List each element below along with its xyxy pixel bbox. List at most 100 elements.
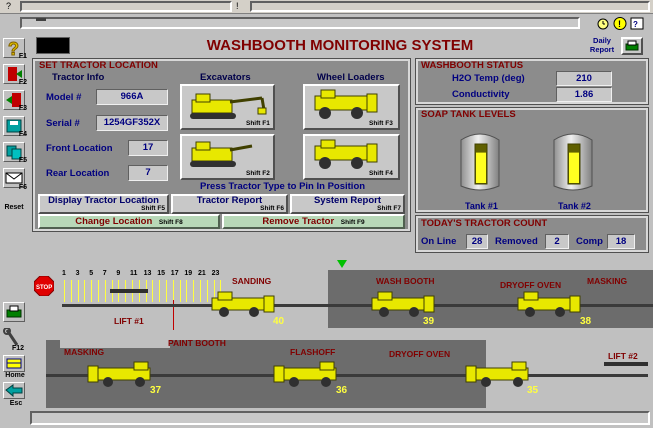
shift-f3-label: Shift F3 [369, 120, 393, 127]
serial-label: Serial # [46, 118, 80, 129]
help-menu[interactable]: ? [6, 1, 12, 11]
tick-label: 11 [130, 270, 138, 277]
conductivity-value: 1.86 [556, 87, 612, 102]
wheel-loader-icon [314, 139, 378, 169]
wheel-loaders-title: Wheel Loaders [317, 72, 385, 83]
remove-tractor-button[interactable]: Remove Tractor Shift F9 [222, 214, 405, 229]
shift-f1-label: Shift F1 [246, 120, 270, 127]
tick-mark [104, 280, 106, 302]
page-title: WASHBOOTH MONITORING SYSTEM [206, 37, 474, 54]
change-location-button[interactable]: Change Location Shift F8 [38, 214, 220, 229]
model-label: Model # [46, 92, 82, 103]
tractor-38[interactable] [512, 290, 596, 320]
help-icon[interactable]: ? [630, 17, 644, 30]
tick-mark [70, 280, 72, 302]
tick-mark [64, 280, 65, 302]
home-key-button[interactable] [3, 355, 25, 372]
tractor-37[interactable] [82, 360, 166, 390]
tick-label: 9 [116, 270, 121, 277]
excavator-2-button[interactable]: Shift F2 [180, 134, 275, 180]
tractor-36[interactable] [268, 360, 352, 390]
tick-label: 15 [157, 270, 165, 277]
home-icon [6, 358, 22, 369]
svg-text:STOP: STOP [36, 285, 52, 291]
daily-report-button[interactable] [621, 37, 643, 55]
status-bar [30, 411, 650, 425]
tick-mark [98, 280, 99, 302]
tractor-38-number: 38 [580, 316, 592, 327]
tick-label: 3 [75, 270, 80, 277]
tractor-37-number: 37 [150, 385, 162, 396]
question-icon: ? [8, 39, 20, 60]
tick-mark [84, 280, 86, 302]
f2-label: F2 [18, 79, 28, 86]
tick-label: 21 [198, 270, 206, 277]
tractor-35-number: 35 [527, 385, 539, 396]
bottom-conveyor-rail [46, 374, 648, 377]
menubar-field-left [20, 1, 232, 12]
window-menubar: ? ! [0, 0, 653, 14]
tick-mark [152, 280, 154, 302]
tractor-35[interactable] [460, 360, 544, 390]
top-conveyor-rail [62, 304, 653, 307]
shift-f2-label: Shift F2 [246, 170, 270, 177]
help-key-button[interactable]: ? [3, 38, 25, 60]
exit-key-button[interactable] [3, 64, 25, 84]
wheel-loader-2-button[interactable]: Shift F4 [303, 134, 400, 180]
comp-label: Comp [576, 236, 603, 247]
daily-report-label: Daily Report [589, 36, 615, 54]
h2o-temp-label: H2O Temp (deg) [452, 73, 525, 84]
tractor-count-title: TODAY'S TRACTOR COUNT [421, 218, 548, 229]
printer-key-button[interactable] [3, 302, 25, 322]
tank-2 [548, 128, 598, 200]
excavator-icon [190, 93, 267, 119]
mail-key-button[interactable] [3, 168, 25, 188]
tractor-report-button[interactable]: Tractor Report Shift F6 [171, 194, 288, 214]
copy-key-button[interactable] [3, 142, 25, 162]
shift-f4-label: Shift F4 [369, 170, 393, 177]
tractor-40[interactable] [206, 290, 290, 320]
system-report-button[interactable]: System Report Shift F7 [290, 194, 405, 214]
lift-1-platform [110, 289, 148, 293]
alert-menu[interactable]: ! [236, 1, 239, 11]
tick-label: 1 [62, 270, 66, 277]
esc-key-button[interactable] [3, 382, 25, 399]
wash-booth-label: WASH BOOTH [376, 276, 435, 286]
f12-label: F12 [11, 345, 25, 352]
f4-label: F4 [18, 131, 28, 138]
pin-marker [173, 300, 174, 330]
wrench-icon[interactable] [3, 327, 29, 348]
front-location-label: Front Location [46, 143, 113, 154]
svg-text:?: ? [8, 39, 19, 57]
wheel-loader-1-button[interactable]: Shift F3 [303, 84, 400, 130]
tick-label: 13 [143, 270, 152, 277]
copy-icon [6, 145, 22, 160]
window-toolbar: ! ? [0, 14, 653, 34]
enter-door-icon [6, 93, 21, 107]
tank-1-label: Tank #1 [465, 201, 498, 211]
tank-1 [455, 128, 505, 200]
excavator-icon [190, 141, 253, 167]
menubar-field-right [250, 1, 650, 12]
display-tractor-location-button[interactable]: Display Tractor Location Shift F5 [38, 194, 169, 214]
rear-location-label: Rear Location [46, 168, 110, 179]
removed-label: Removed [495, 236, 538, 247]
stop-sign-icon[interactable]: STOP [33, 275, 55, 297]
svg-text:!: ! [618, 19, 621, 29]
reset-button[interactable]: Reset [4, 204, 24, 211]
conductivity-label: Conductivity [452, 89, 510, 100]
press-type-message: Press Tractor Type to Pin In Position [200, 181, 366, 192]
alarm-clock-icon[interactable] [596, 17, 610, 30]
f1-label: F1 [18, 53, 28, 60]
wheel-loader-icon [314, 89, 378, 119]
disk-key-button[interactable] [3, 116, 25, 136]
enter-key-button[interactable] [3, 90, 25, 110]
masking-top-label: MASKING [587, 276, 628, 286]
warning-icon[interactable]: ! [613, 17, 627, 30]
tractor-39[interactable] [366, 290, 450, 320]
excavator-1-button[interactable]: Shift F1 [180, 84, 275, 130]
set-location-title: SET TRACTOR LOCATION [39, 60, 158, 71]
washbooth-status-title: WASHBOOTH STATUS [421, 60, 524, 71]
tractor-40-number: 40 [273, 316, 285, 327]
tick-mark [159, 280, 161, 302]
